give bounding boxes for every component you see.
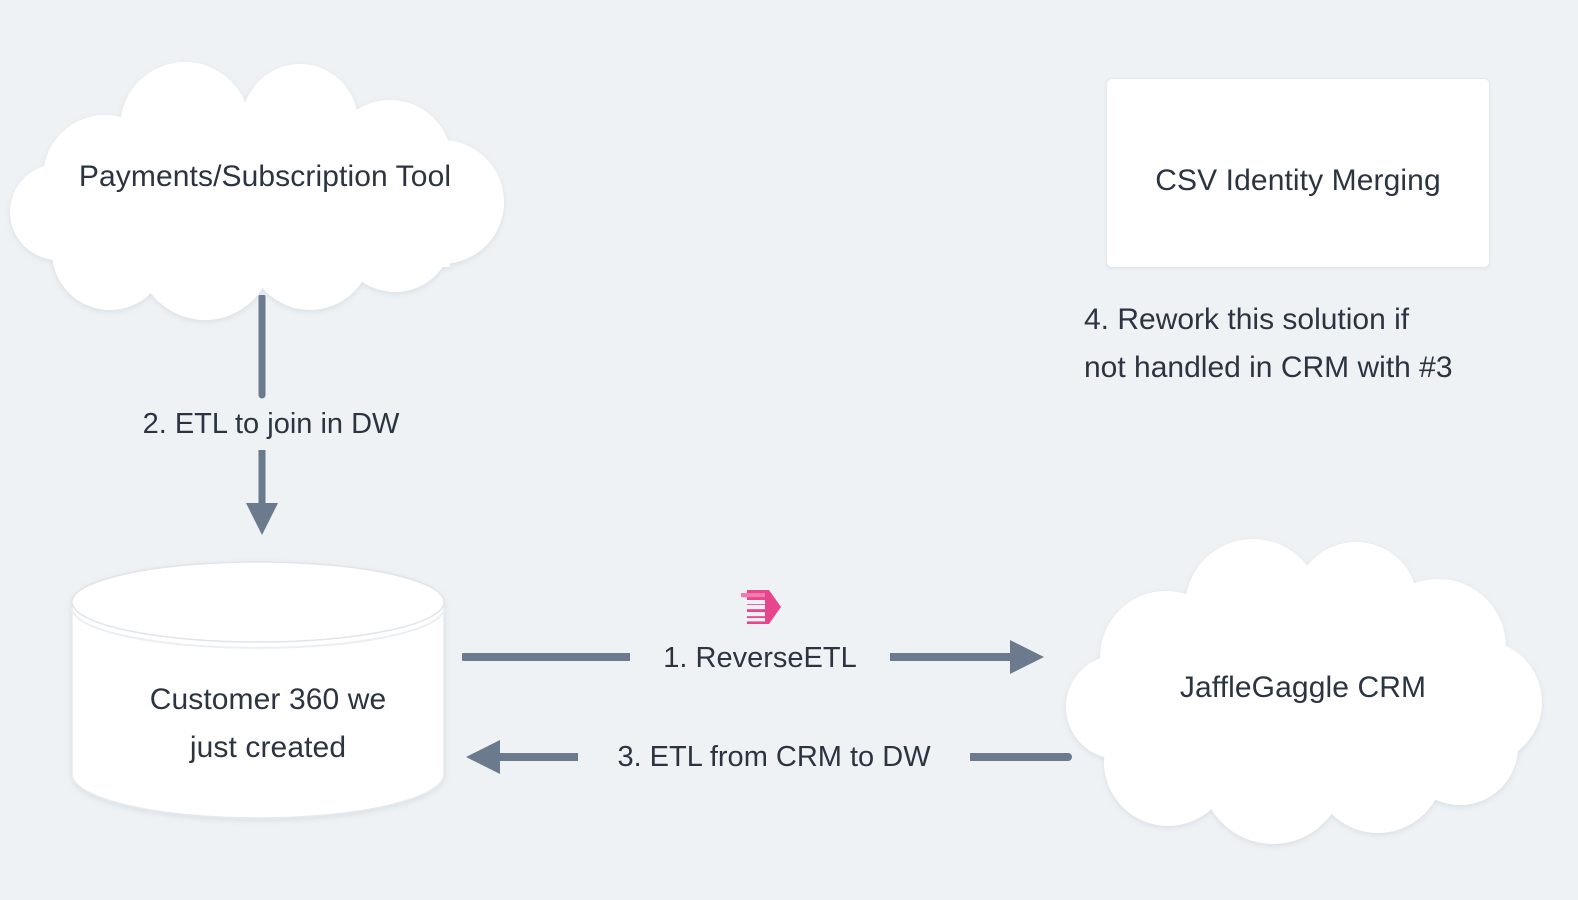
edge-etl-from-crm-label: 3. ETL from CRM to DW [578, 738, 970, 777]
edge-etl-join-dw-arrow [246, 295, 278, 535]
node-payments-tool-shape [10, 62, 504, 320]
edge-etl-join-dw-label: 2. ETL to join in DW [98, 405, 444, 444]
node-jafflegaggle-crm-shape [1066, 539, 1542, 844]
node-csv-identity-merging-label: CSV Identity Merging [1155, 164, 1441, 197]
node-csv-identity-merging[interactable]: CSV Identity Merging [1106, 78, 1490, 268]
edge-reverse-etl-arrow [462, 640, 1044, 674]
edge-reverse-etl-label: 1. ReverseETL [630, 639, 890, 678]
node-customer-360-shape [71, 561, 445, 819]
note-rework-solution: 4. Rework this solution if not handled i… [1084, 303, 1453, 384]
hightouch-logo-icon [735, 590, 781, 624]
